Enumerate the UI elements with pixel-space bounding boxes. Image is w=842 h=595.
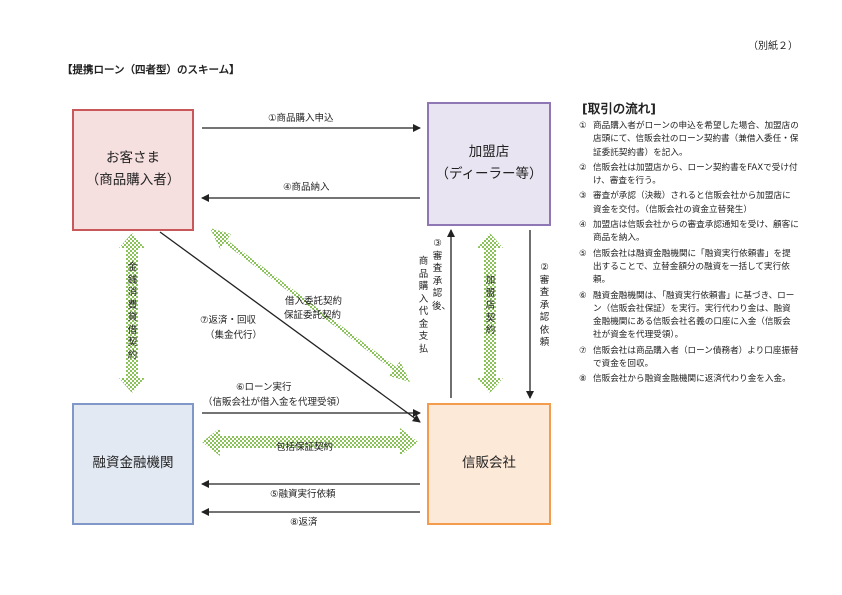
process-item: ③ 審査が承認（決裁）されると信販会社から加盟店に資金を交付。（信販会社の資金立替… [579, 190, 799, 217]
credit-company-box: 信販会社 [427, 403, 551, 525]
process-item: ⑥ 融資金融機関は、「融資実行依頼書」に基づき、ローン（信販会社保証）を実行。実行… [579, 290, 799, 343]
process-item-text: 信販会社から融資金融機関に返済代わり金を入金。 [593, 374, 791, 385]
flow-2-label: ②審査承認依頼 [539, 262, 550, 348]
flow-4-label: ④商品納入 [283, 182, 330, 193]
flow-7-sublabel: （集金代行） [205, 330, 263, 341]
dealer-contract-arrow [477, 233, 503, 393]
guarantee-contract-label: 借入委託契約 [285, 296, 343, 307]
blanket-contract-arrow [202, 428, 418, 456]
flow-8-label: ⑧返済 [290, 517, 318, 528]
process-item-number: ⑦ [579, 345, 587, 356]
process-item-number: ② [579, 162, 587, 173]
process-item-number: ⑤ [579, 248, 587, 259]
bank-box: 融資金融機関 [72, 403, 194, 525]
flow-7-arrow [159, 231, 421, 423]
process-item-text: 商品購入者がローンの申込を希望した場合、加盟店の店頭にて、信販会社のローン契約書… [593, 121, 799, 158]
blanket-contract-label: 包括保証契約 [276, 442, 334, 453]
process-item-text: 審査が承認（決裁）されると信販会社から加盟店に資金を交付。（信販会社の資金立替発… [593, 191, 791, 215]
loan-contract-label: 金銭消費貸借契約 [127, 262, 138, 361]
process-item-number: ⑥ [579, 290, 587, 301]
process-item-text: 融資金融機関は、「融資実行依頼書」に基づき、ローン（信販会社保証）を実行。実行代… [593, 290, 795, 341]
flow-7-label: ⑦返済・回収 [200, 315, 257, 326]
customer-box: お客さま （商品購入者） [72, 109, 194, 231]
flow-6-label: ⑥ローン実行 [236, 382, 292, 393]
process-item: ① 商品購入者がローンの申込を希望した場合、加盟店の店頭にて、信販会社のローン契約… [579, 120, 799, 160]
flow-3-label: ③審査承認後、 [432, 238, 452, 312]
flow-5-label: ⑤融資実行依頼 [270, 489, 336, 500]
process-item: ② 信販会社は加盟店から、ローン契約書をFAXで受け付け、審査を行う。 [579, 162, 799, 189]
dealer-contract-label: 加盟店契約 [485, 275, 496, 336]
loan-contract-arrow [119, 233, 145, 393]
page-note: （別紙２） [748, 41, 798, 52]
credit-company-label: 信販会社 [462, 455, 516, 472]
process-item-number: ① [579, 121, 587, 131]
process-item-text: 信販会社は融資金融機関に「融資実行依頼書」を提出することで、立替金額分の融資を一… [593, 248, 791, 286]
process-item-text: 信販会社は加盟店から、ローン契約書をFAXで受け付け、審査を行う。 [593, 162, 798, 187]
guarantee-contract-arrow [210, 228, 410, 382]
process-title: [取引の流れ] [582, 101, 656, 116]
process-item: ⑤ 信販会社は融資金融機関に「融資実行依頼書」を提出することで、立替金額分の融資を… [579, 248, 799, 288]
flow-3-sublabel: 商品購入代金支払 [418, 256, 429, 355]
bank-label: 融資金融機関 [92, 455, 174, 472]
customer-sublabel: （商品購入者） [85, 172, 181, 188]
process-item-text: 加盟店は信販会社からの審査承認通知を受け、顧客に商品を納入。 [593, 220, 799, 244]
document-title: 【提携ローン（四者型）のスキーム】 [62, 64, 240, 76]
process-item-number: ⑧ [579, 374, 587, 385]
process-item-number: ④ [579, 220, 587, 231]
process-item: ⑧ 信販会社から融資金融機関に返済代わり金を入金。 [579, 373, 799, 386]
dealer-sublabel: （ディーラー等） [435, 166, 543, 182]
dealer-box: 加盟店 （ディーラー等） [427, 102, 551, 226]
customer-label: お客さま [106, 150, 160, 167]
process-item: ④ 加盟店は信販会社からの審査承認通知を受け、顧客に商品を納入。 [579, 219, 799, 246]
guarantee-contract-sublabel: 保証委託契約 [284, 310, 342, 321]
process-list: ① 商品購入者がローンの申込を希望した場合、加盟店の店頭にて、信販会社のローン契約… [579, 120, 799, 389]
flow-1-label: ①商品購入申込 [268, 113, 334, 124]
process-item-number: ③ [579, 191, 587, 202]
process-item-text: 信販会社は商品購入者（ローン債務者）より口座振替で資金を回収。 [593, 345, 799, 370]
process-item: ⑦ 信販会社は商品購入者（ローン債務者）より口座振替で資金を回収。 [579, 345, 799, 372]
flow-6-sublabel: （信販会社が借入金を代理受領） [203, 397, 346, 408]
dealer-label: 加盟店 [468, 144, 510, 161]
